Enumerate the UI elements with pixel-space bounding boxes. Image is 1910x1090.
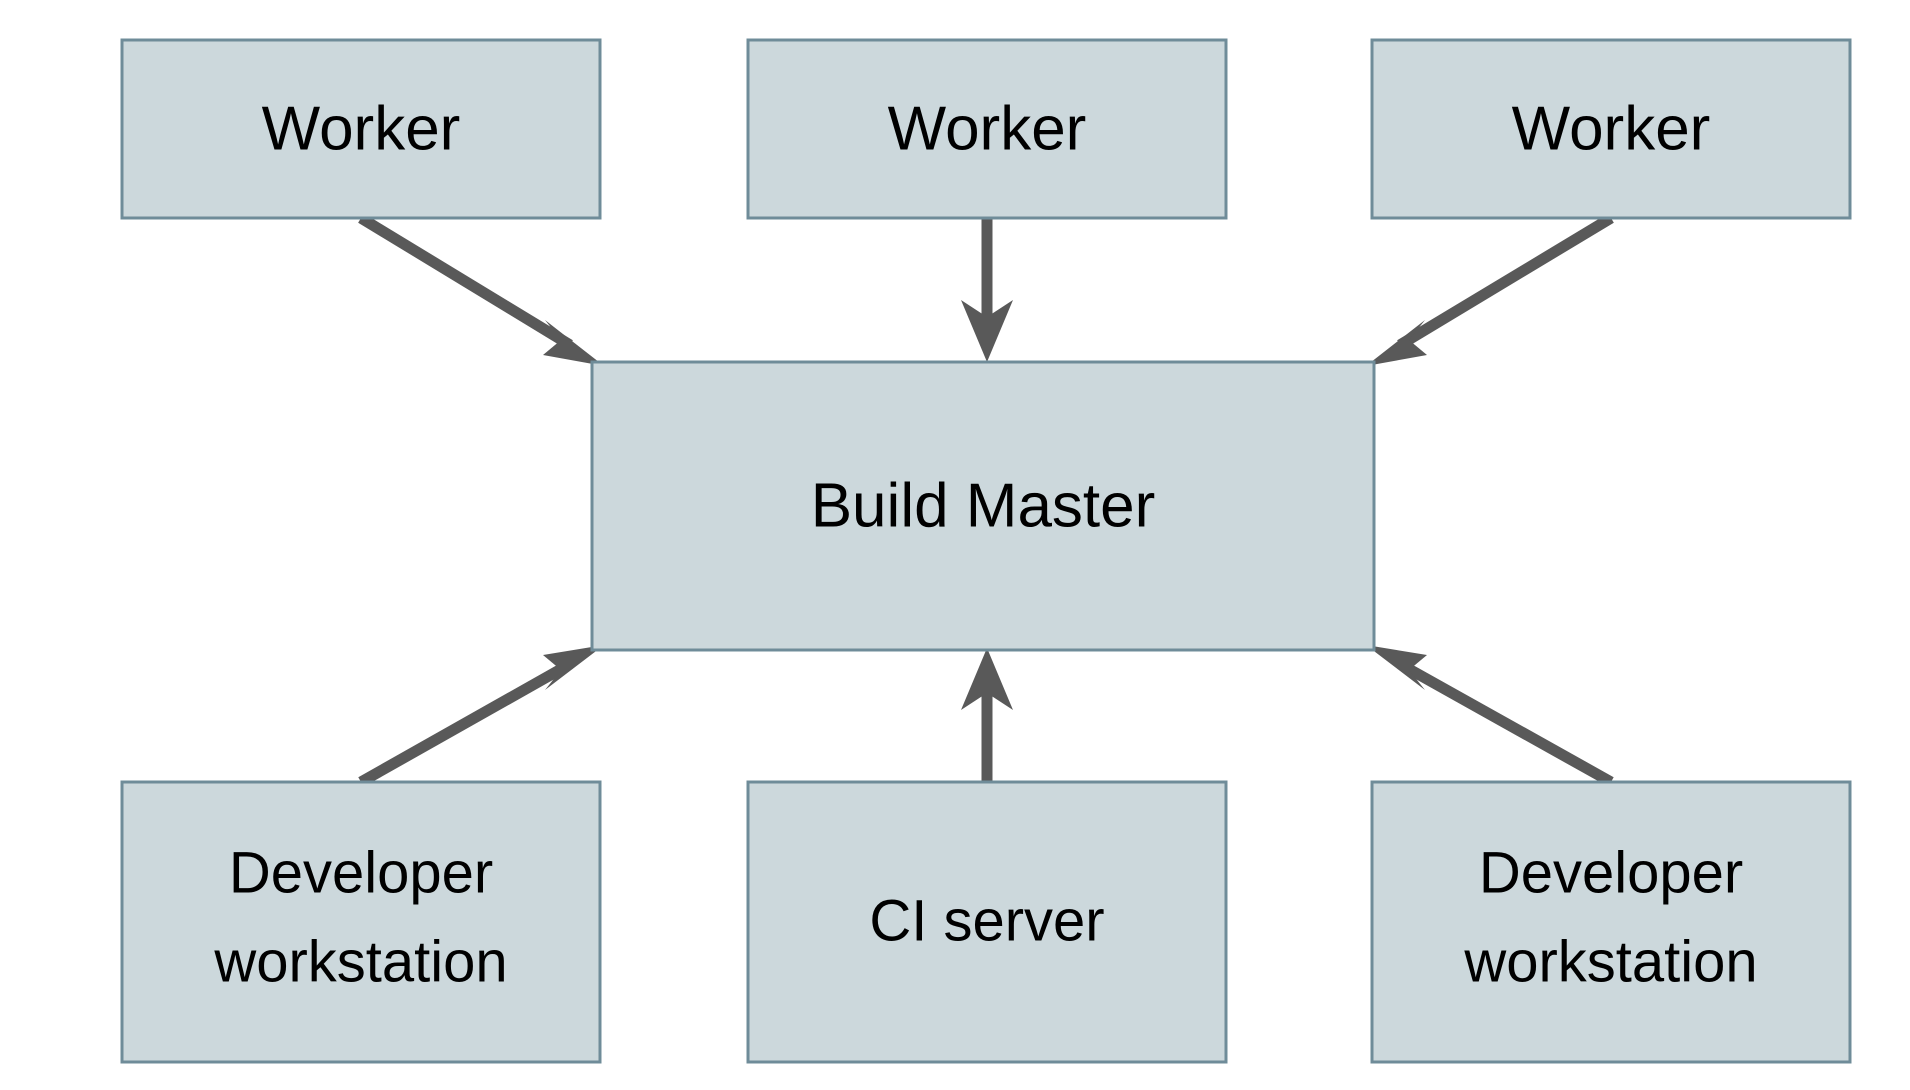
node-build-master-label: Build Master [811,471,1156,540]
edge-devright-line [1397,659,1614,787]
edge-worker3-arrowhead [1366,320,1427,366]
edge-worker2-to-master [961,218,1013,362]
node-worker-2-label: Worker [888,94,1087,163]
edge-devright-arrowhead [1366,645,1427,690]
edge-worker3-to-master [1366,213,1614,366]
edge-worker1-arrowhead [543,320,604,366]
node-worker-2-box[interactable] [746,38,1228,220]
edge-worker3-line [1397,213,1614,350]
node-developer-workstation-left-box[interactable] [120,780,602,1064]
node-worker-3-box[interactable] [1370,38,1852,220]
node-build-master-box[interactable] [590,360,1376,652]
edge-ci-arrowhead [961,648,1013,710]
edge-devleft-arrowhead [543,645,604,690]
node-developer-workstation-left-label-line2: workstation [213,929,507,994]
node-worker-3[interactable]: Worker [1370,38,1852,220]
edge-worker1-line [358,213,573,350]
node-developer-workstation-right-label-line2: workstation [1463,929,1757,994]
node-ci-server-label: CI server [869,888,1104,953]
node-worker-1-box[interactable] [120,38,602,220]
edge-ci-to-master [961,648,1013,782]
edge-worker1-to-master [358,213,604,366]
node-developer-workstation-left[interactable]: Developer workstation [120,780,602,1064]
node-worker-3-label: Worker [1512,94,1711,163]
node-worker-1-label: Worker [262,94,461,163]
node-developer-workstation-left-label-line1: Developer [229,840,493,905]
node-worker-1[interactable]: Worker [120,38,602,220]
edge-devleft-line [358,659,573,787]
node-developer-workstation-right-box[interactable] [1370,780,1852,1064]
node-worker-2[interactable]: Worker [746,38,1228,220]
edge-devright-to-master [1366,645,1614,787]
node-ci-server[interactable]: CI server [746,780,1228,1064]
node-ci-server-box[interactable] [746,780,1228,1064]
edge-devleft-to-master [358,645,604,787]
node-developer-workstation-right-label-line1: Developer [1479,840,1743,905]
node-developer-workstation-right[interactable]: Developer workstation [1370,780,1852,1064]
edge-worker2-arrowhead [961,300,1013,362]
node-build-master[interactable]: Build Master [590,360,1376,652]
